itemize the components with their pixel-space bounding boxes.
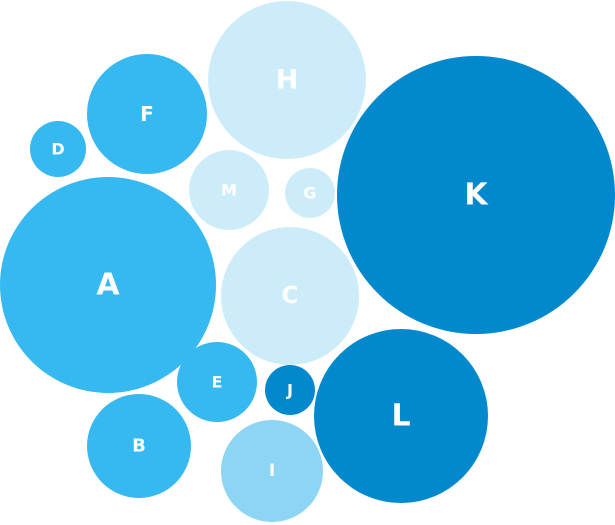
bubble-j[interactable] (265, 365, 315, 415)
bubble-b[interactable] (87, 394, 191, 498)
bubble-label-a: A (96, 268, 120, 303)
bubble-label-j: J (286, 381, 293, 400)
bubble-label-f: F (140, 102, 154, 126)
bubble-l[interactable] (314, 329, 488, 503)
bubble-label-d: D (51, 140, 64, 159)
bubble-d[interactable] (30, 121, 86, 177)
bubble-e[interactable] (177, 342, 257, 422)
bubble-i[interactable] (221, 420, 323, 522)
bubble-label-e: E (212, 373, 223, 392)
bubble-g[interactable] (285, 168, 335, 218)
bubble-label-i: I (269, 461, 275, 481)
bubble-label-m: M (221, 181, 237, 200)
bubble-a[interactable] (0, 177, 216, 393)
bubble-c[interactable] (221, 227, 359, 365)
bubble-label-g: G (303, 184, 316, 203)
bubble-m[interactable] (189, 150, 269, 230)
bubble-label-c: C (282, 283, 299, 309)
bubble-label-b: B (132, 436, 146, 457)
bubble-h[interactable] (208, 1, 366, 159)
bubble-label-h: H (276, 65, 299, 96)
bubble-label-k: K (464, 178, 489, 213)
bubble-k[interactable] (337, 56, 615, 334)
bubble-label-l: L (391, 399, 410, 434)
bubble-f[interactable] (87, 54, 207, 174)
